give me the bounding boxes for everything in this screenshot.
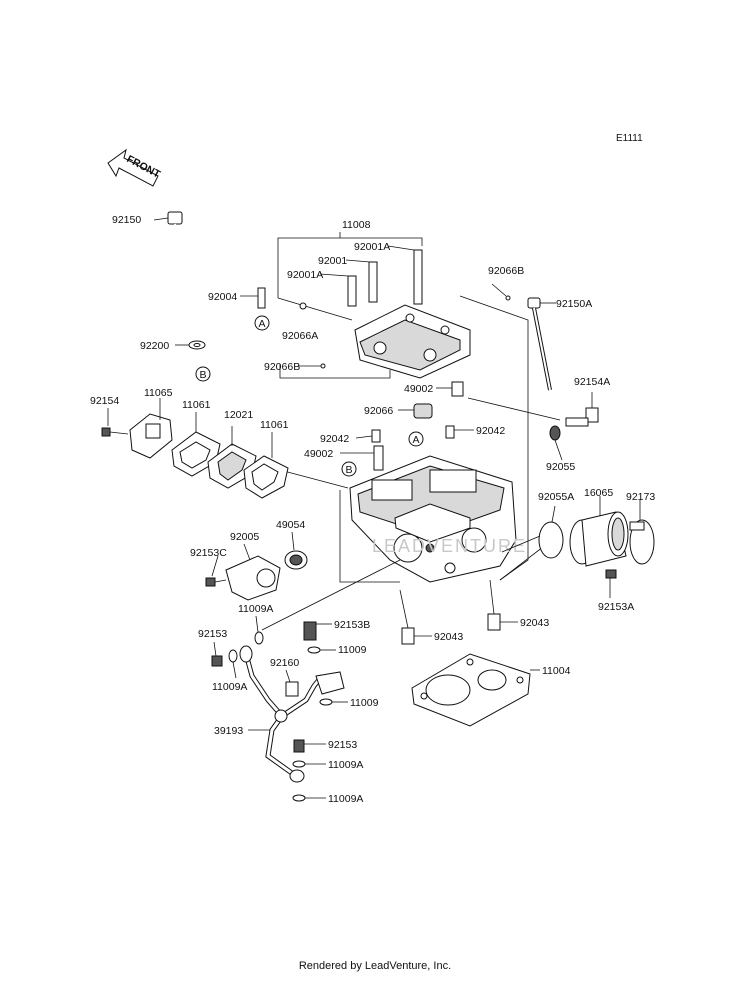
cylinder-head <box>349 455 517 583</box>
label-92043-b: 92043 <box>520 617 549 629</box>
label-12021: 12021 <box>224 409 253 421</box>
oil-pipe-39193 <box>239 645 345 783</box>
label-92200: 92200 <box>140 340 169 352</box>
label-39193: 39193 <box>214 725 243 737</box>
label-92153C: 92153C <box>190 547 227 559</box>
label-92150A: 92150A <box>556 298 592 310</box>
camshaft-holder-11008 <box>298 245 511 379</box>
label-11008: 11008 <box>342 219 371 231</box>
callout-b-mid-label: B <box>346 464 353 476</box>
bolt-92153C <box>205 555 227 587</box>
label-92066: 92066 <box>364 405 393 417</box>
label-92173: 92173 <box>626 491 655 503</box>
label-92042-b: 92042 <box>476 425 505 437</box>
label-92055: 92055 <box>546 461 575 473</box>
label-92154: 92154 <box>90 395 119 407</box>
washer-92055 <box>549 425 563 461</box>
label-92066A: 92066A <box>282 330 318 342</box>
bolt-92150 <box>153 211 195 331</box>
label-92043-a: 92043 <box>434 631 463 643</box>
footer-credit: Rendered by LeadVenture, Inc. <box>298 960 452 972</box>
label-11009A-d: 11009A <box>328 793 363 805</box>
label-49002-top: 49002 <box>404 383 433 395</box>
washer-92200 <box>175 340 206 350</box>
label-11061-b: 11061 <box>260 419 289 431</box>
washer-11009-b <box>319 698 348 706</box>
holder-16065 <box>569 496 629 567</box>
label-11009-a: 11009 <box>338 644 367 656</box>
label-92066B-left: 92066B <box>264 361 300 373</box>
label-92154A: 92154A <box>574 376 610 388</box>
label-92153-b: 92153 <box>328 739 357 751</box>
washer-11009A-c <box>292 760 326 768</box>
tappet-49002-mid <box>340 445 384 471</box>
plug-92066 <box>398 403 433 419</box>
bracket-lines <box>277 232 561 583</box>
front-arrow-icon: FRONT <box>107 148 163 187</box>
label-11061-a: 11061 <box>182 399 211 411</box>
callout-a-top: A <box>254 315 270 331</box>
label-92153B: 92153B <box>334 619 370 631</box>
label-92005: 92005 <box>230 531 259 543</box>
label-11009-b: 11009 <box>350 697 379 709</box>
head-gasket-11004 <box>411 653 540 727</box>
callout-a-mid: A <box>408 431 424 447</box>
bolt-92153A <box>605 569 617 598</box>
label-11009A-c: 11009A <box>328 759 363 771</box>
label-11009A-a: 11009A <box>238 603 273 615</box>
dowel-92042-b <box>445 425 474 439</box>
label-16065: 16065 <box>584 487 613 499</box>
label-92150: 92150 <box>112 214 141 226</box>
bolt-92150A <box>527 297 556 391</box>
label-92004: 92004 <box>208 291 237 303</box>
diagram-id: E1111 <box>616 133 643 144</box>
tappet-49002-top <box>436 381 464 397</box>
clamp-92173 <box>629 500 655 565</box>
watermark: LEADVENTURE <box>372 536 527 556</box>
label-92001: 92001 <box>318 255 347 267</box>
callout-a-mid-label: A <box>413 434 420 446</box>
label-92153A: 92153A <box>598 601 634 613</box>
label-92001A-left: 92001A <box>287 269 323 281</box>
dowel-92043-a <box>399 589 432 645</box>
label-92042-a: 92042 <box>320 433 349 445</box>
stud-92004 <box>240 287 266 309</box>
bolt-92153-a <box>211 641 223 667</box>
oring-92055A <box>538 505 564 559</box>
bolt-92154 <box>101 427 129 437</box>
collar-92160 <box>285 669 299 697</box>
label-11065: 11065 <box>144 387 173 399</box>
dowel-92043-b <box>487 579 518 631</box>
bolt-92154A <box>565 392 599 427</box>
label-92153-a: 92153 <box>198 628 227 640</box>
thermostat-49054 <box>284 531 308 570</box>
bolt-92153B <box>303 621 332 641</box>
leader-head-oring <box>501 535 541 553</box>
label-92055A: 92055A <box>538 491 574 503</box>
label-49054: 49054 <box>276 519 305 531</box>
label-92066B-right: 92066B <box>488 265 524 277</box>
label-49002-mid: 49002 <box>304 448 333 460</box>
gasket-11061-b <box>243 455 289 499</box>
washer-11009A-b <box>228 649 238 679</box>
washer-11009A-a <box>254 615 264 645</box>
washer-11009A-d <box>292 794 326 802</box>
cover-92005 <box>225 543 281 601</box>
callout-a-top-label: A <box>259 318 266 330</box>
callout-b-top: B <box>195 366 211 382</box>
dowel-92042-a <box>355 429 381 443</box>
label-11004: 11004 <box>542 665 571 677</box>
cover-11065 <box>129 413 173 459</box>
callout-b-mid: B <box>341 461 357 477</box>
leader-11009A-a <box>261 559 401 631</box>
label-92160: 92160 <box>270 657 299 669</box>
label-11009A-b: 11009A <box>212 681 247 693</box>
bolt-92153-b <box>293 739 326 753</box>
washer-11009-a <box>307 646 336 654</box>
callout-b-top-label: B <box>200 369 207 381</box>
label-92001A-top: 92001A <box>354 241 390 253</box>
